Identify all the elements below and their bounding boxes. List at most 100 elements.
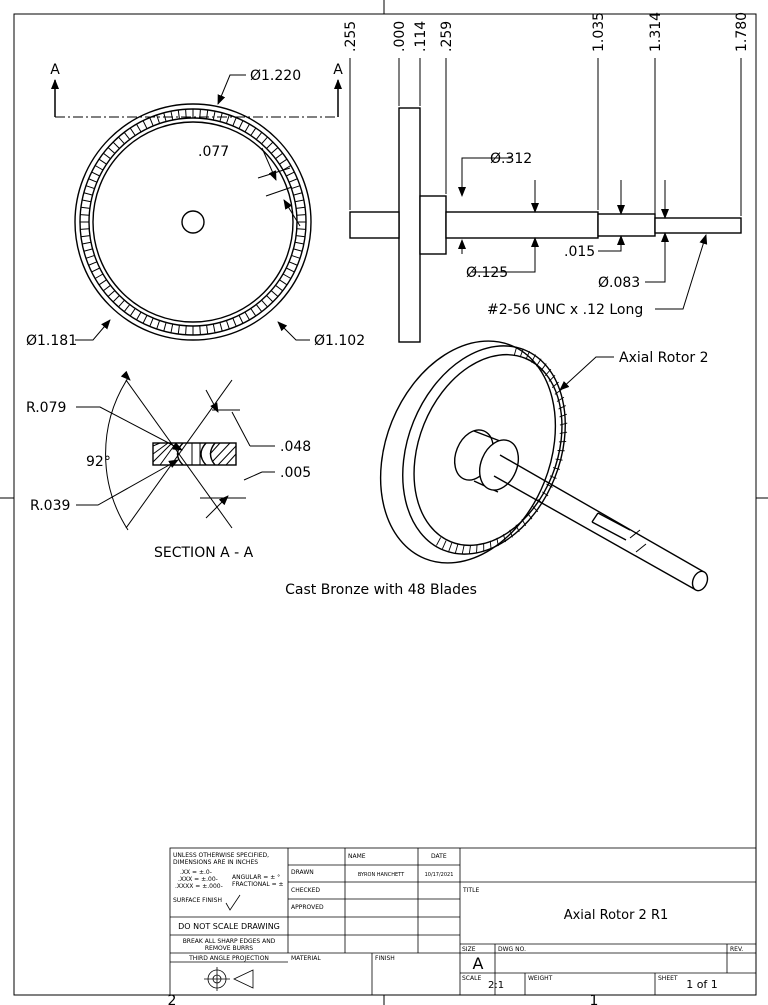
iso-blade-line [454, 544, 459, 554]
blade-line [293, 192, 303, 196]
size-value: A [473, 954, 484, 973]
sheet-label: SHEET [658, 975, 678, 982]
blade-line [163, 322, 167, 332]
blade-line [103, 152, 111, 160]
blade-line [291, 254, 301, 259]
iso-blade-line [555, 458, 563, 461]
tol-angular: ANGULAR = ± ° [232, 874, 280, 881]
blade-line [82, 241, 92, 245]
ordinate-000: .000 [392, 21, 408, 52]
iso-blade-line [442, 540, 447, 549]
blade-line [91, 171, 100, 177]
blade-line [270, 290, 279, 297]
section-letter-right: A [333, 62, 343, 78]
blade-line [83, 248, 93, 252]
iso-blade-line [548, 374, 556, 382]
iso-blade-line [559, 422, 568, 426]
iso-blade-line [556, 396, 565, 402]
blade-line [91, 267, 100, 273]
iso-blade-line [496, 537, 499, 547]
blade-line [142, 315, 148, 324]
blade-line [80, 206, 90, 209]
zone-marker-right: 1 [590, 993, 599, 1005]
blade-line [250, 308, 257, 317]
blade-gap-dim: .005 [280, 465, 311, 481]
iso-blade-line [519, 348, 524, 358]
blade-line [279, 279, 288, 286]
iso-blade-line [515, 524, 520, 533]
blade-line [149, 317, 154, 327]
blade-line [80, 235, 90, 238]
blade-line [294, 199, 304, 203]
blade-line [80, 228, 90, 230]
angle-label: 92° [86, 454, 111, 470]
iso-blade-line [509, 529, 513, 538]
blade-line [232, 317, 237, 327]
blade-line [244, 123, 250, 133]
thread-note: #2-56 UNC x .12 Long [487, 302, 643, 318]
blade-line [85, 185, 95, 190]
blade-line [170, 111, 174, 121]
tol-xx: .XX = ±.0- [180, 869, 212, 876]
blade-line [238, 120, 244, 129]
blade-line [212, 323, 216, 333]
do-not-scale: DO NOT SCALE DRAWING [178, 922, 280, 931]
ordinate-1314: 1.314 [648, 12, 664, 52]
blade-line [250, 127, 257, 136]
blade-line [206, 325, 209, 335]
break-edges-2: REMOVE BURRS [205, 945, 253, 952]
blade-line [118, 136, 125, 145]
blade-line [293, 248, 303, 252]
blade-line [123, 132, 131, 140]
dim-inner-dia: Ø1.102 [314, 333, 365, 349]
dim-hub-dia: Ø.312 [490, 151, 532, 167]
blade-line [282, 273, 292, 279]
sheet-value: 1 of 1 [686, 978, 718, 991]
blade-line [156, 320, 161, 330]
blade-line [266, 295, 274, 303]
title-block [169, 847, 757, 996]
blade-line [136, 123, 142, 133]
title-label: TITLE [462, 887, 479, 894]
iso-blade-line [559, 413, 567, 418]
drawing-title: Axial Rotor 2 R1 [564, 908, 669, 923]
iso-blade-line [513, 346, 518, 356]
ordinate-255: .255 [343, 21, 359, 52]
dwg-no-label: DWG NO. [498, 946, 526, 953]
blade-line [266, 141, 274, 149]
tol-xxx: .XXX = ±.00- [178, 876, 218, 883]
blade-line [129, 127, 136, 136]
blade-line [142, 120, 148, 129]
front-view: A A Ø1.220 .077 Ø1.181 Ø1.102 [26, 62, 365, 349]
blade-line [294, 241, 304, 245]
blade-line [107, 290, 116, 297]
blade-line [103, 284, 111, 292]
scale-label: SCALE [462, 975, 481, 982]
blade-line [286, 171, 295, 177]
blade-line [232, 117, 237, 127]
iso-blade-line [527, 512, 533, 520]
ordinate-1035: 1.035 [591, 12, 607, 52]
blade-line [136, 311, 142, 321]
surface-finish-label: SURFACE FINISH [173, 897, 222, 904]
side-view: .255 .000 .114 .259 1.035 1.314 1.780 Ø.… [343, 12, 750, 343]
blade-ring [80, 109, 306, 335]
blade-line [270, 147, 279, 154]
iso-blade-line [546, 483, 553, 488]
iso-blade-line [549, 475, 557, 479]
dim-step: .015 [564, 244, 595, 260]
blade-line [212, 111, 216, 121]
iso-blade-line [468, 545, 471, 555]
radius-small: R.039 [30, 498, 70, 514]
scale-value: 2:1 [488, 980, 504, 991]
ordinate-1780: 1.780 [734, 12, 750, 52]
blade-line [170, 323, 174, 333]
blade-line [279, 158, 288, 165]
dim-tip-dia: Ø.083 [598, 275, 640, 291]
blade-line [225, 114, 230, 124]
iso-blade-line [436, 537, 442, 546]
blade-line [98, 158, 107, 165]
iso-blade-line [558, 405, 566, 410]
section-caption: SECTION A - A [154, 545, 254, 561]
